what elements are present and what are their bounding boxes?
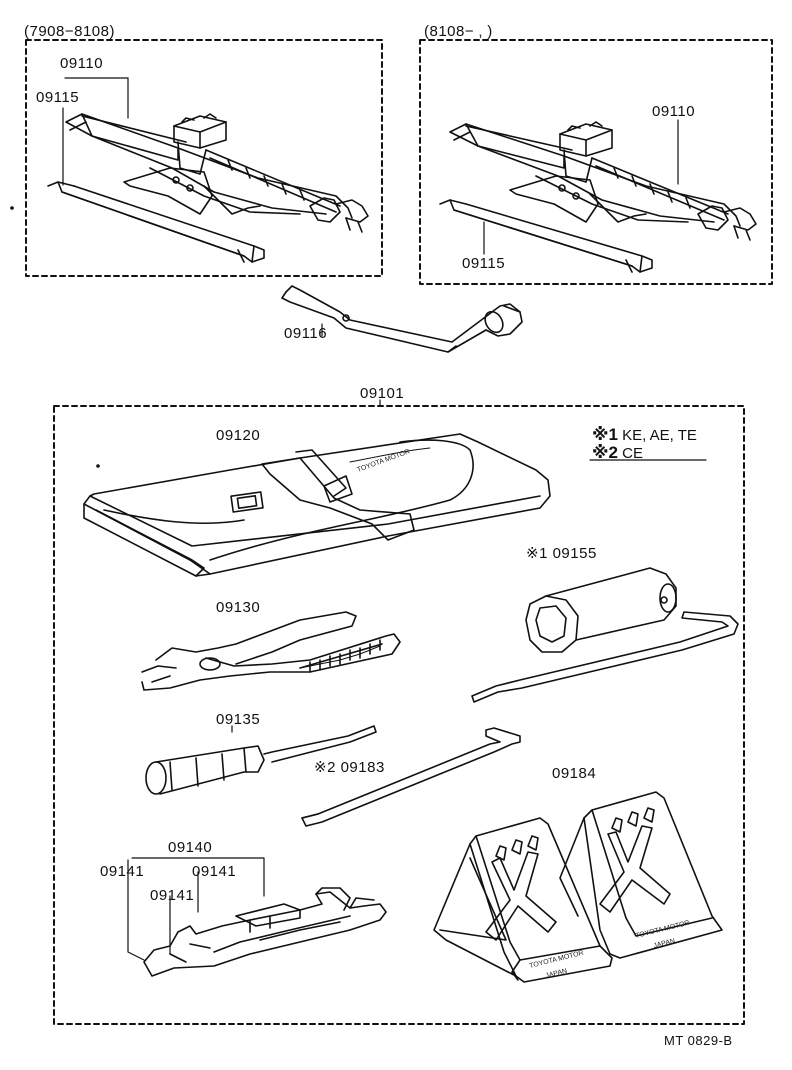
legend-mark-2: ※2 [592, 443, 618, 462]
scissor-jack-late [449, 121, 757, 241]
label-wrench-a: 09141 [100, 863, 145, 880]
label-screwdriver-bar: ※2 09183 [314, 759, 385, 776]
label-plug-wrench: ※1 09155 [526, 545, 597, 562]
legend-row-2: ※2 CE [592, 444, 643, 461]
label-screwdriver: 09135 [216, 711, 261, 728]
late-date-range: (8108− ‚ ) [424, 23, 493, 40]
label-handle-early: 09115 [36, 89, 80, 106]
legend-row-1: ※1 KE, AE, TE [592, 426, 697, 443]
chock-stamp-left: TOYOTA MOTOR [529, 950, 585, 970]
screwdriver [145, 725, 377, 795]
chock-stamp-right-2: JAPAN [653, 938, 676, 950]
scissor-jack-early [65, 113, 369, 233]
bag-stamp-text: TOYOTA MOTOR [356, 448, 411, 474]
label-tool-kit: 09101 [360, 385, 405, 402]
label-wrench-c: 09141 [150, 887, 195, 904]
wheel-chock-right [559, 791, 723, 959]
tool-bag [83, 433, 551, 577]
figure-code: MT 0829-B [664, 1033, 733, 1048]
plug-wrench [471, 567, 739, 703]
label-wrench-set: 09140 [168, 839, 213, 856]
label-wrench-b: 09141 [192, 863, 237, 880]
early-date-range: (7908−8108) [24, 23, 115, 40]
label-jack-late: 09110 [652, 103, 696, 120]
jack-box-late [419, 39, 773, 285]
label-tool-bag: 09120 [216, 427, 261, 444]
wheel-chock-left [433, 817, 613, 983]
label-handle-late: 09115 [462, 255, 506, 272]
legend-text-2: CE [622, 445, 643, 462]
label-jack-early: 09110 [60, 55, 104, 72]
screwdriver-bar [301, 727, 521, 827]
jack-handle-early [47, 181, 265, 263]
jack-handle-late [439, 199, 653, 273]
wrench-set [127, 857, 387, 977]
chock-stamp-left-2: JAPAN [545, 968, 568, 980]
legend-mark-1: ※1 [592, 425, 618, 444]
tool-kit-box [53, 405, 745, 1025]
legend-text-1: KE, AE, TE [622, 427, 697, 444]
label-lug-wrench: 09116 [284, 325, 328, 342]
chock-stamp-right: TOYOTA MOTOR [635, 920, 691, 940]
label-pliers: 09130 [216, 599, 261, 616]
pliers [141, 611, 401, 691]
lug-wrench [281, 285, 523, 353]
label-wheel-chocks: 09184 [552, 765, 597, 782]
jack-box-early [25, 39, 383, 277]
